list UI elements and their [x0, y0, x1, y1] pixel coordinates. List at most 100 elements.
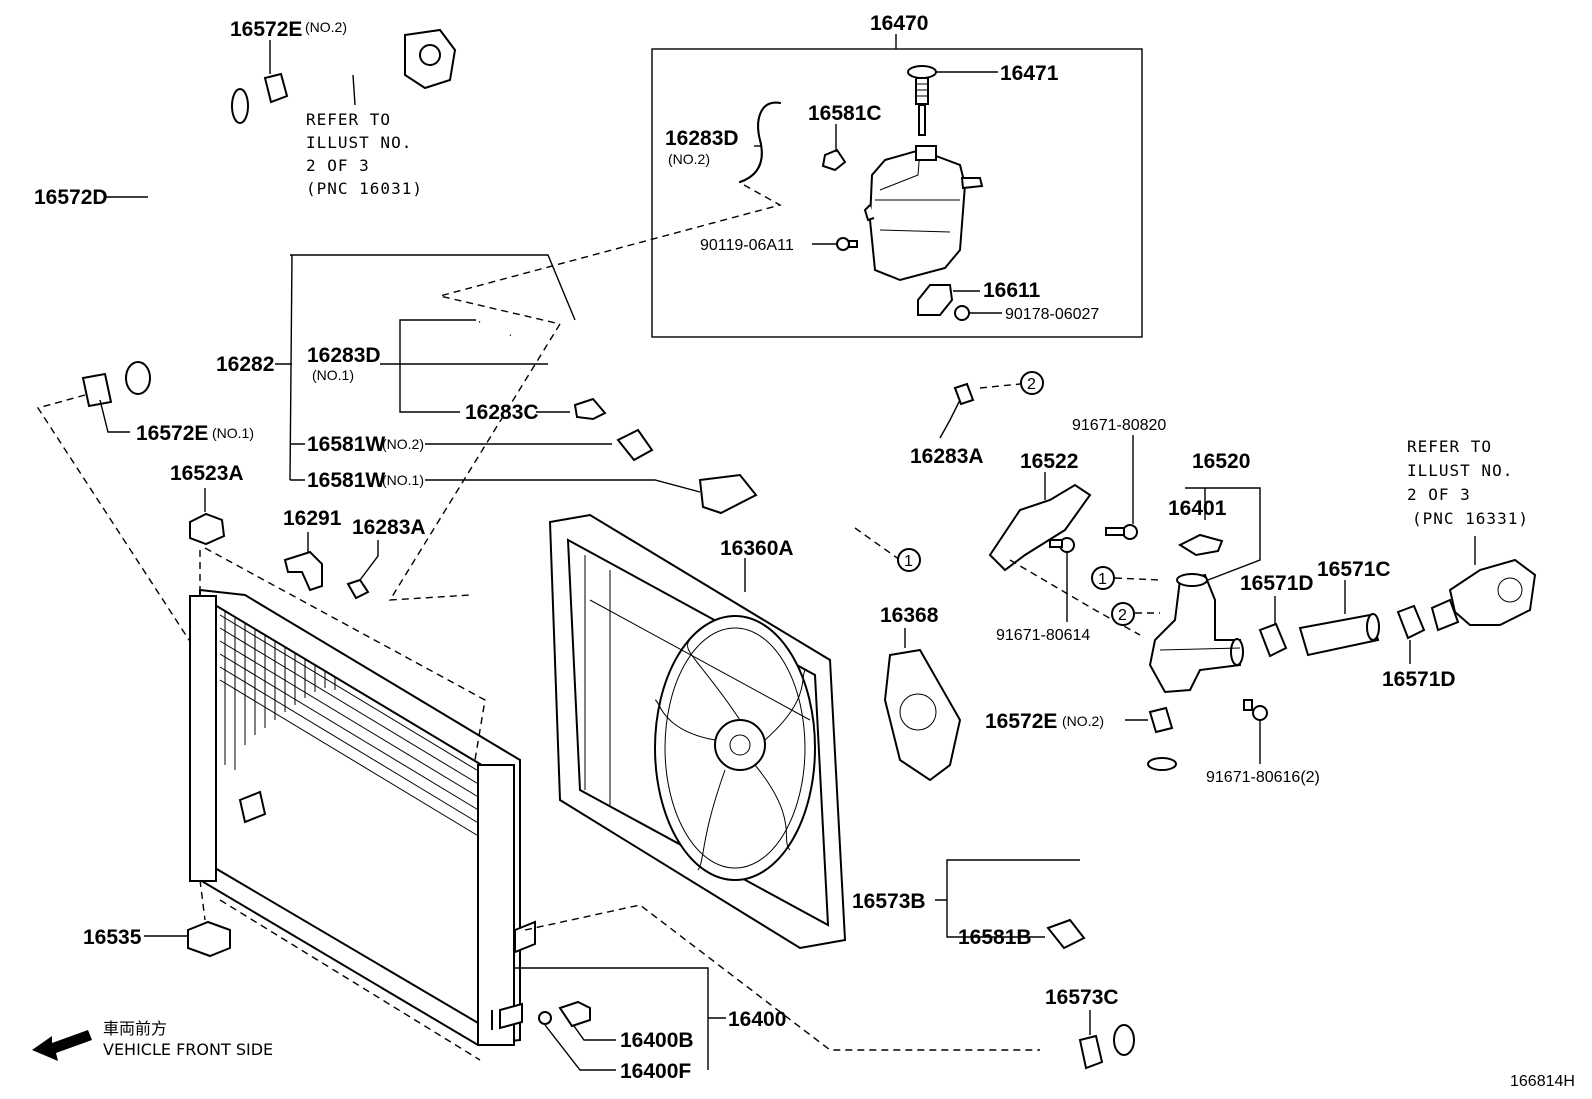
- label-16572e-left-sub: (NO.1): [212, 425, 254, 441]
- svg-text:2: 2: [1118, 607, 1127, 624]
- reservoir-cap: [907, 65, 937, 136]
- svg-text:ILLUST NO.: ILLUST NO.: [306, 133, 412, 152]
- label-16360a: 16360A: [720, 537, 794, 560]
- clamp-16571d-b: [1396, 604, 1426, 640]
- bracket-16611: [917, 284, 954, 316]
- label-16400: 16400: [728, 1008, 786, 1031]
- label-16573c: 16573C: [1045, 986, 1119, 1009]
- clamp-16581c: [821, 148, 847, 172]
- label-16572e-left: 16572E: [136, 422, 208, 445]
- label-16581b: 16581B: [958, 926, 1032, 949]
- label-16581w-no1: 16581W: [307, 469, 385, 492]
- label-16283d-mid-sub: (NO.1): [312, 367, 354, 383]
- bolt-91671-80820: [1105, 524, 1138, 540]
- label-16572e-top: 16572E: [230, 18, 302, 41]
- svg-text:2 OF 3: 2 OF 3: [306, 156, 370, 175]
- clamp-16571d-a: [1258, 622, 1288, 658]
- label-16581w-no1-sub: (NO.1): [382, 472, 424, 488]
- marker-1-right: [1091, 566, 1115, 590]
- clamp-16581w-no1: [698, 473, 758, 515]
- clamp-16581b: [1046, 918, 1086, 950]
- clamp-16581w-no2: [616, 428, 654, 462]
- label-16470: 16470: [870, 12, 928, 35]
- label-16522: 16522: [1020, 450, 1078, 473]
- drain-plug-16400b: [558, 1000, 591, 1028]
- label-16400f: 16400F: [620, 1060, 691, 1083]
- label-16282: 16282: [216, 353, 274, 376]
- bolt-91671-80614: [1049, 537, 1075, 553]
- drain-cock-16291: [283, 550, 323, 592]
- clamp-16283a-right: [953, 382, 975, 406]
- label-90178: 90178-06027: [1005, 306, 1099, 323]
- clamp-16283c: [573, 397, 607, 421]
- label-16283a-left: 16283A: [352, 516, 426, 539]
- label-16471: 16471: [1000, 62, 1059, 85]
- bypass-hose-16571c: [1298, 613, 1380, 657]
- reservoir-tank: [863, 145, 984, 282]
- cap-16401: [1177, 533, 1224, 557]
- svg-text:REFER TO: REFER TO: [1407, 437, 1492, 456]
- marker-2-top: [1020, 371, 1044, 395]
- label-91671-80614: 91671-80614: [996, 627, 1090, 644]
- bracket-16522: [988, 483, 1092, 572]
- label-16283d-top-sub: (NO.2): [668, 151, 710, 167]
- label-16573b: 16573B: [852, 890, 926, 913]
- svg-text:1: 1: [1098, 571, 1107, 588]
- label-90119: 90119-06A11: [700, 237, 794, 254]
- marker-2-right: [1111, 602, 1135, 626]
- label-16572e-right: 16572E: [985, 710, 1057, 733]
- o-ring-16400f: [538, 1011, 552, 1025]
- lower-cushion-16535: [187, 920, 231, 958]
- refer-note-right: REFER TO ILLUST NO. 2 OF 3 (PNC 16331): [1407, 437, 1528, 528]
- bolt-90119: [836, 237, 858, 251]
- svg-text:(PNC 16031): (PNC 16031): [306, 179, 423, 198]
- label-16283c: 16283C: [465, 401, 539, 424]
- label-16283d-top: 16283D: [665, 127, 739, 150]
- label-16571d-a: 16571D: [1240, 572, 1314, 595]
- label-16283a-right: 16283A: [910, 445, 984, 468]
- reservoir-group-box: [651, 48, 1143, 338]
- svg-text:2: 2: [1027, 376, 1036, 393]
- diagram-code: 166814H: [1510, 1073, 1575, 1090]
- label-16581w-no2-sub: (NO.2): [382, 436, 424, 452]
- water-outlet-right: [1448, 558, 1537, 626]
- fan-motor-plate-16368: [883, 648, 962, 782]
- label-16520: 16520: [1192, 450, 1250, 473]
- label-16535: 16535: [83, 926, 142, 949]
- nut-90178: [954, 305, 970, 321]
- upper-cushion-16523a: [189, 512, 226, 546]
- label-16523a: 16523A: [170, 462, 244, 485]
- refer-note-left: REFER TO ILLUST NO. 2 OF 3 (PNC 16031): [306, 110, 423, 198]
- label-16581c: 16581C: [808, 102, 882, 125]
- vehicle-front-arrow-icon: [32, 1030, 92, 1061]
- clamp-16573c: [1078, 1034, 1104, 1070]
- svg-text:1: 1: [904, 553, 913, 570]
- label-16581w-no2: 16581W: [307, 433, 385, 456]
- water-inlet-16520: [1148, 573, 1244, 694]
- label-16368: 16368: [880, 604, 939, 627]
- svg-text:REFER TO: REFER TO: [306, 110, 391, 129]
- clamp-left-16572e: [81, 372, 113, 408]
- marker-1-mid: [897, 548, 921, 572]
- radiator-16400: [189, 588, 536, 1047]
- clamp-16283a-left: [346, 578, 370, 600]
- label-16283d-mid: 16283D: [307, 344, 381, 367]
- front-label-jp: 車両前方: [103, 1019, 167, 1038]
- clamp-16572e-right: [1148, 706, 1174, 734]
- label-16291: 16291: [283, 507, 342, 530]
- label-16571d-b: 16571D: [1382, 668, 1456, 691]
- label-16400b: 16400B: [620, 1029, 694, 1052]
- svg-text:ILLUST NO.: ILLUST NO.: [1407, 461, 1513, 480]
- label-16572e-top-sub: (NO.2): [305, 19, 347, 35]
- label-16571c: 16571C: [1317, 558, 1391, 581]
- fan-shroud-16360a: [548, 513, 847, 950]
- label-91671-80616: 91671-80616(2): [1206, 769, 1320, 786]
- label-16572d: 16572D: [34, 186, 108, 209]
- clamp-top-16572e: [263, 72, 289, 104]
- label-91671-80820: 91671-80820: [1072, 417, 1166, 434]
- bolt-91671-80616: [1243, 699, 1268, 721]
- svg-text:2 OF 3: 2 OF 3: [1407, 485, 1471, 504]
- label-16611: 16611: [983, 279, 1041, 302]
- label-16401: 16401: [1168, 497, 1227, 520]
